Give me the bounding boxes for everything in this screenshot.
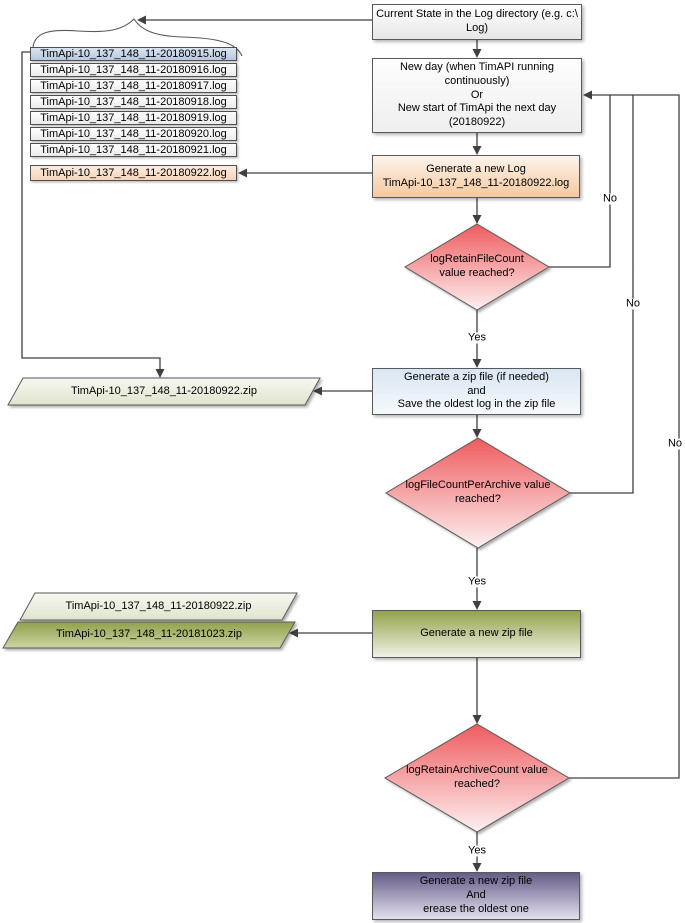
node-generate-new-zip: Generate a new zip file xyxy=(372,610,581,658)
decision-files-per-archive-label: logFileCountPerArchive value reached? xyxy=(405,479,551,505)
connectors xyxy=(21,18,680,863)
decision-retain-file-shape xyxy=(404,223,550,311)
zip-file-old-label: TimApi-10_137_148_11-20180922.zip xyxy=(65,599,252,612)
log-file-item: TimApi-10_137_148_11-20180918.log xyxy=(30,95,237,109)
zip-file-old-shape xyxy=(19,592,298,621)
zip-file-new-label: TimApi-10_137_148_11-20181023.zip xyxy=(56,628,242,641)
edge-label-yes: Yes xyxy=(466,844,488,857)
log-file-item: TimApi-10_137_148_11-20180915.log xyxy=(30,47,237,61)
edge-no-feedback xyxy=(549,94,680,779)
log-file-item: TimApi-10_137_148_11-20180919.log xyxy=(30,111,237,125)
log-file-item: TimApi-10_137_148_11-20180921.log xyxy=(30,143,237,157)
zip-file-new-shape xyxy=(2,621,296,649)
decision-retain-archive-label: logRetainArchiveCount value reached? xyxy=(406,764,548,790)
zip-file-current-label: TimApi-10_137_148_11-20180922.zip xyxy=(71,384,257,397)
edge-label-no: No xyxy=(600,192,620,205)
decision-retain-archive-shape xyxy=(384,723,570,833)
log-file-item: TimApi-10_137_148_11-20180917.log xyxy=(30,79,237,93)
zip-file-current-shape xyxy=(7,377,321,406)
node-generate-and-erase: Generate a new zip file And erease the o… xyxy=(372,872,580,920)
node-generate-zip: Generate a zip file (if needed) and Save… xyxy=(372,368,581,415)
log-file-item: TimApi-10_137_148_11-20180916.log xyxy=(30,63,237,77)
log-file-item: TimApi-10_137_148_11-20180920.log xyxy=(30,127,237,141)
node-generate-log: Generate a new Log TimApi-10_137_148_11-… xyxy=(372,155,580,198)
brace-curve xyxy=(32,18,243,57)
edge-loglist-to-zip xyxy=(21,51,161,369)
node-new-day: New day (when TimAPI running continuousl… xyxy=(372,58,582,133)
edge-label-no: No xyxy=(623,297,643,310)
decision-files-per-archive-shape xyxy=(385,437,571,549)
edge-label-yes: Yes xyxy=(466,331,488,344)
node-current-state: Current State in the Log directory (e.g.… xyxy=(372,4,582,40)
edge-label-yes: Yes xyxy=(466,575,488,588)
edge-label-no: No xyxy=(665,437,685,450)
decision-retain-file-label: logRetainFileCount value reached? xyxy=(430,253,524,279)
arrowheads xyxy=(137,15,592,872)
log-file-new: TimApi-10_137_148_11-20180922.log xyxy=(30,165,237,181)
